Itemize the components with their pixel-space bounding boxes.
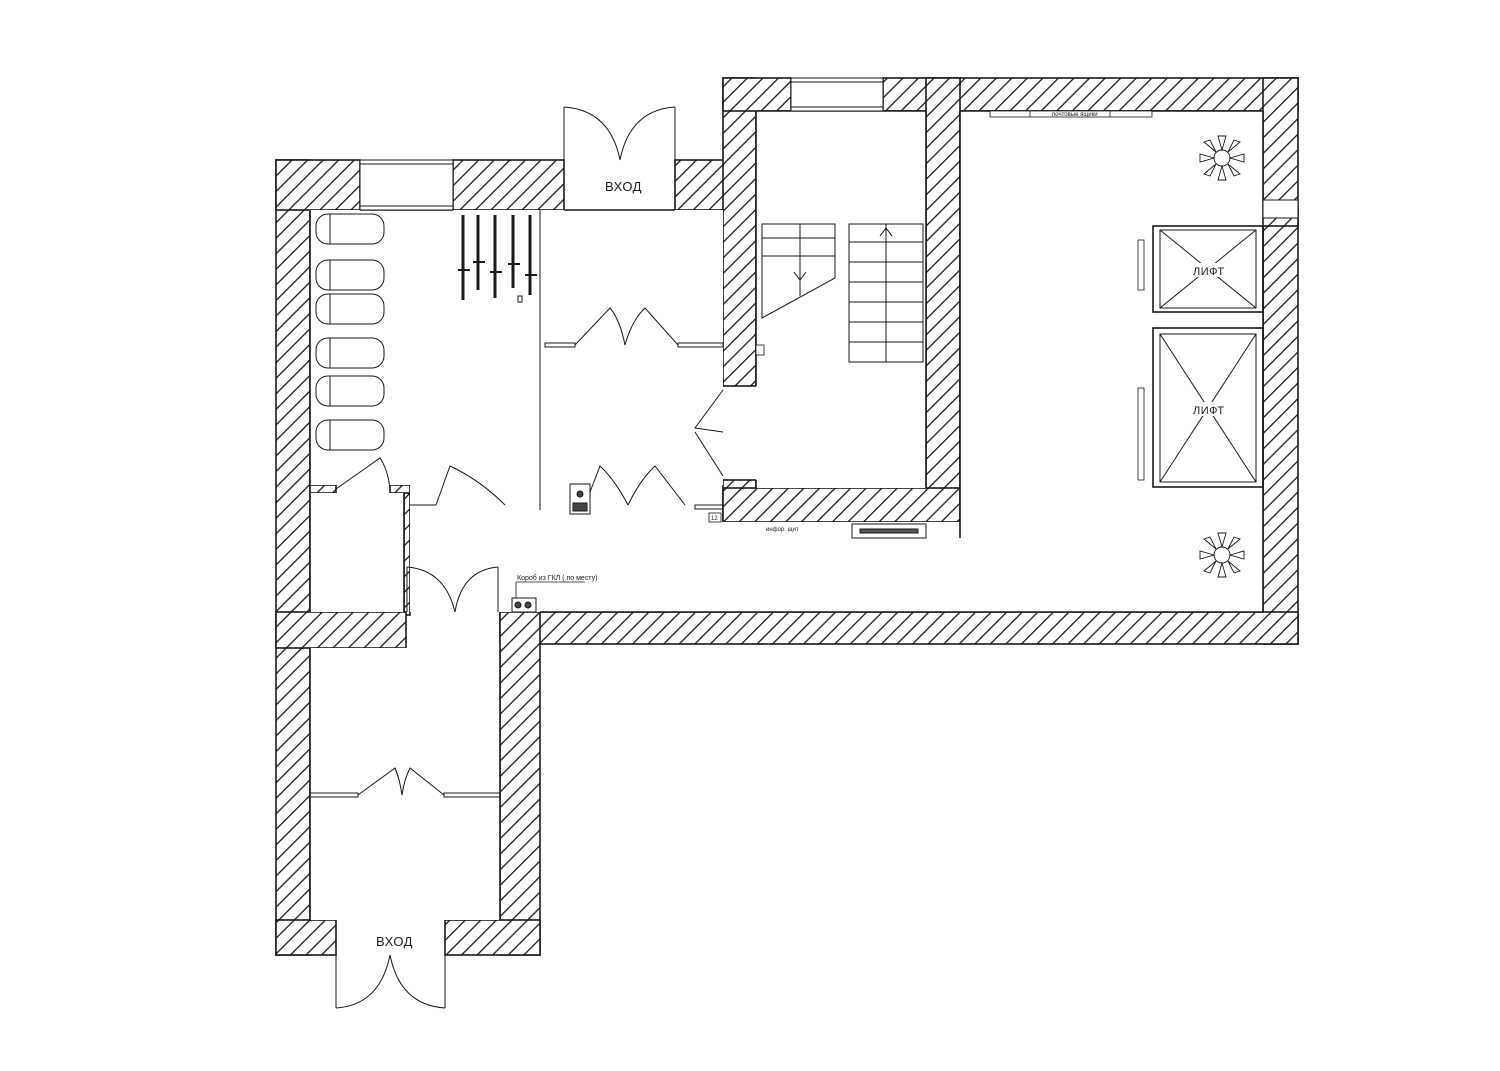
wall-closet-top-left [309, 484, 337, 494]
wall-top-left-a [275, 159, 361, 211]
windows [359, 77, 884, 211]
wall-top-mid [674, 159, 726, 211]
stair-arrow-icon [793, 227, 893, 281]
wall-bottom-left [275, 919, 337, 956]
wall-top-left-b [452, 159, 565, 211]
plant-icon [1199, 135, 1245, 181]
wall-stair-bottom [722, 487, 961, 523]
stroller-icon [315, 375, 385, 407]
stroller-icon [315, 293, 385, 325]
mailboxes-label: почтовые ящики [1052, 112, 1098, 118]
wall-vest-divider [275, 611, 407, 649]
entrance-bottom [335, 954, 446, 1009]
lift-1-label: ЛИФТ [1193, 266, 1225, 278]
window-top-left [359, 159, 454, 211]
wall-stair-left [722, 77, 757, 387]
entrance-top [563, 106, 676, 210]
wall-closet-top-right [389, 484, 411, 494]
wall-top-a [722, 77, 792, 112]
info-board-label: инфор. щит [766, 527, 799, 533]
window-stair [790, 77, 884, 112]
entrance-top-label: ВХОД [605, 179, 642, 194]
wall-vest-right [499, 611, 541, 956]
wall-stair-right [925, 77, 961, 539]
wall-left [275, 159, 311, 956]
plant-icon [1199, 532, 1245, 578]
entrance-bottom-label: ВХОД [376, 934, 413, 949]
closet-door [335, 457, 506, 506]
wall-hall-bottom [499, 611, 1299, 645]
mailboxes [989, 110, 1153, 118]
partition-doors [539, 210, 724, 510]
vestibule-door-upper [406, 566, 499, 613]
wall-right [1262, 77, 1299, 645]
vestibule-door-middle [309, 767, 501, 798]
stroller-icon [315, 213, 385, 245]
staircase [761, 223, 924, 363]
meter-box [511, 483, 591, 613]
stroller-icon [315, 259, 385, 291]
info-board [851, 523, 927, 539]
strollers [315, 213, 385, 451]
wall-bottom-right [444, 919, 541, 956]
lift-2-label: ЛИФТ [1193, 405, 1225, 417]
drywall-box-label: Короб из ГКЛ ( по месту) [517, 574, 597, 582]
stroller-icon [315, 419, 385, 451]
meter-tag: 12 [711, 516, 718, 522]
stroller-icon [315, 337, 385, 369]
bicycle-rack-icon [458, 215, 537, 303]
